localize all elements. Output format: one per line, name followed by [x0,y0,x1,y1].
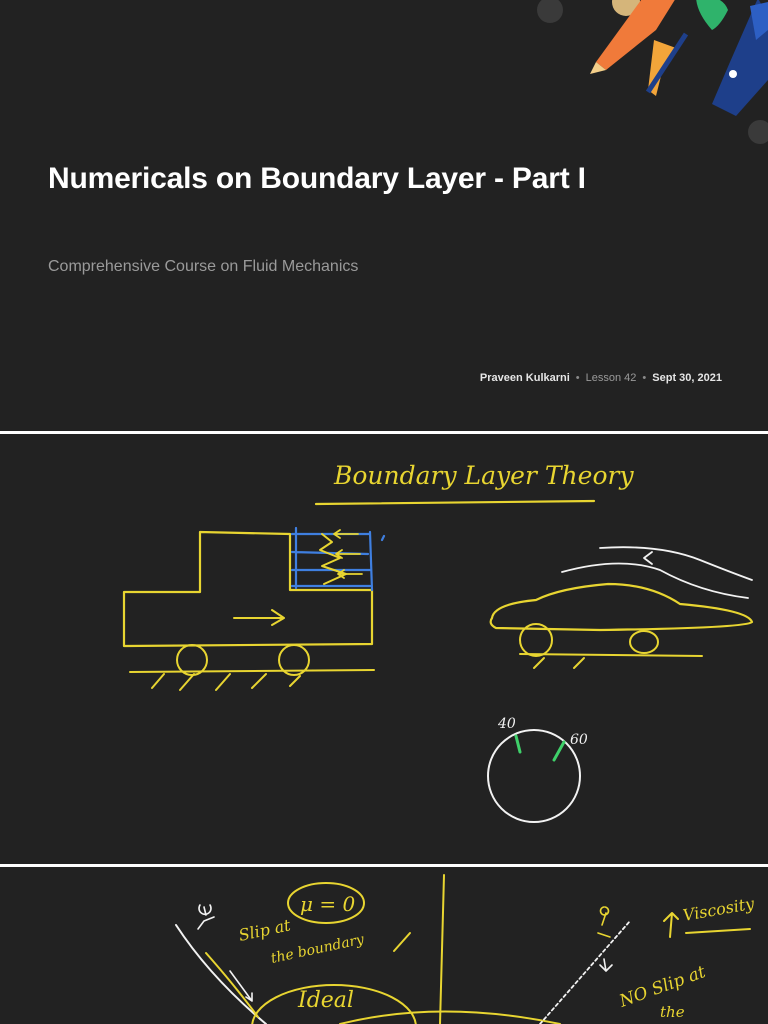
handwritten-notes: μ = 0 Slip at the boundary Ideal Viscosi… [175,874,757,1024]
lesson-number: Lesson 42 [585,372,637,384]
dial-mark-1 [514,734,522,754]
ground-hatch [151,673,301,691]
ideal-swoosh [393,932,411,952]
sketch-slide-boundary-layer: Boundary Layer Theory [0,434,768,864]
flow-arrows [333,529,363,579]
stick-figure-right [597,906,611,938]
note-ideal: Ideal [297,988,354,1013]
lesson-meta: Praveen Kulkarni • Lesson 42 • Sept 30, … [480,372,722,384]
ground-line [129,669,375,673]
note-slip: Slip at [237,915,293,945]
lesson-title: Numericals on Boundary Layer - Part I [48,162,586,195]
deco-pencil-orange [596,0,675,70]
stick-figure-left [197,904,215,930]
car-wheel-rear [629,630,659,654]
arrow-right [233,609,285,626]
note-no-slip-the: the [660,1003,685,1021]
note-slip-boundary: the boundary [270,931,367,967]
car-wheel-front [519,623,553,657]
lesson-date: Sept 30, 2021 [652,372,722,384]
heading-underline [314,499,596,506]
up-arrow [663,912,679,938]
course-name: Comprehensive Course on Fluid Mechanics [48,258,359,275]
car-ground-hatch [533,657,585,669]
slope-left [175,924,267,1024]
handwritten-sketch: Boundary Layer Theory [122,461,754,823]
viscosity-underline [685,928,751,934]
note-mu-zero: μ = 0 [300,892,355,916]
ideal-ellipse [251,984,417,1024]
meta-separator: • [575,372,580,384]
decorative-art [537,0,768,144]
bottom-arc [339,1010,561,1024]
down-arrow [599,958,613,972]
car-body [489,582,754,632]
deco-circle-grey [537,0,563,23]
deco-circle-grey-2 [748,120,768,144]
deco-leaf-green [696,0,728,30]
deco-pencil-tip [590,62,606,74]
streamline-1 [599,546,753,581]
car-ground [519,653,703,657]
slope-right [539,920,631,1024]
author-name: Praveen Kulkarni [479,372,570,384]
meta-separator: • [642,372,647,384]
deco-pen-navy [712,0,768,116]
dial-label-40: 40 [497,716,516,732]
dial-mark-2 [552,740,566,762]
note-viscosity: Viscosity [681,894,756,925]
mu-zero-bubble [287,882,365,924]
divider-line [439,874,445,1024]
truck-wheel-rear [278,644,310,676]
title-slide: Numericals on Boundary Layer - Part I Co… [0,0,768,431]
sketch-heading: Boundary Layer Theory [333,461,634,490]
streamline-2 [561,562,749,599]
deco-dot-white [729,70,737,78]
deco-bowtie-line [645,32,689,94]
dial-circle [487,729,581,823]
slip-arrow [229,970,253,1002]
dial-label-60: 60 [570,732,588,748]
truck-body [122,530,374,648]
sketch-slide-slip-condition: μ = 0 Slip at the boundary Ideal Viscosi… [0,867,768,1024]
streamline-arrow [643,551,653,565]
slip-highlight [205,952,259,1018]
deco-pen-navy-2 [750,2,768,40]
